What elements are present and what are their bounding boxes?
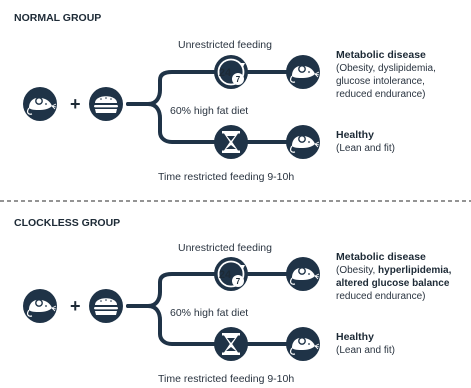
clockless-outcome-metabolic: Metabolic disease (Obesity, hyperlipidem… xyxy=(336,251,452,302)
clockless-food-icon xyxy=(89,289,123,323)
clockless-clock-number: 24 xyxy=(219,269,232,281)
clockless-outcome-bad-line1-bold: hyperlipidemia, xyxy=(378,265,452,276)
normal-plus-sign: + xyxy=(70,94,81,114)
normal-outcome-bad-line: glucose intolerance, xyxy=(336,76,425,87)
clockless-outcome-bad-line2: altered glucose balance xyxy=(336,278,450,289)
normal-hourglass-icon xyxy=(214,125,248,159)
clockless-branch-lines xyxy=(126,272,292,346)
normal-food-icon xyxy=(89,87,123,121)
clockless-outcome-bad-line1-prefix: (Obesity, xyxy=(336,265,378,276)
normal-branch-lines xyxy=(126,70,292,144)
normal-clock-icon: 24 7 xyxy=(213,54,249,90)
normal-clock-sub: 7 xyxy=(236,75,241,84)
clockless-lean-mouse-icon xyxy=(285,326,321,362)
clockless-clock-sub: 7 xyxy=(236,277,241,286)
normal-group-header: NORMAL GROUP xyxy=(14,12,101,24)
normal-obese-mouse-icon xyxy=(285,54,321,90)
normal-outcome-bad-line: (Obesity, dyslipidemia, xyxy=(336,63,436,74)
clockless-obese-mouse-icon xyxy=(285,256,321,292)
clockless-hourglass-icon xyxy=(214,327,248,361)
normal-outcome-healthy: Healthy (Lean and fit) xyxy=(336,129,395,154)
clockless-plus-sign: + xyxy=(70,296,81,316)
normal-diet-label: 60% high fat diet xyxy=(170,105,248,117)
normal-mouse-icon xyxy=(22,86,58,122)
normal-outcome-good-line: (Lean and fit) xyxy=(336,143,395,154)
normal-restricted-label: Time restricted feeding 9-10h xyxy=(158,171,294,183)
normal-clock-number: 24 xyxy=(219,67,232,79)
normal-outcome-bad-line: reduced endurance) xyxy=(336,89,426,100)
normal-outcome-good-title: Healthy xyxy=(336,129,374,141)
clockless-outcome-bad-line1: (Obesity, hyperlipidemia, xyxy=(336,265,452,276)
clockless-unrestricted-label: Unrestricted feeding xyxy=(178,242,272,254)
clockless-outcome-healthy: Healthy (Lean and fit) xyxy=(336,331,395,356)
clockless-restricted-label: Time restricted feeding 9-10h xyxy=(158,373,294,385)
clockless-diet-label: 60% high fat diet xyxy=(170,307,248,319)
clockless-group-header: CLOCKLESS GROUP xyxy=(14,217,120,229)
normal-lean-mouse-icon xyxy=(285,124,321,160)
clockless-outcome-good-title: Healthy xyxy=(336,331,374,343)
clockless-outcome-good-line: (Lean and fit) xyxy=(336,345,395,356)
clockless-outcome-bad-title: Metabolic disease xyxy=(336,251,426,263)
clockless-clock-icon: 24 7 xyxy=(213,256,249,292)
normal-unrestricted-label: Unrestricted feeding xyxy=(178,39,272,51)
normal-outcome-bad-title: Metabolic disease xyxy=(336,49,426,61)
normal-outcome-metabolic: Metabolic disease (Obesity, dyslipidemia… xyxy=(336,49,436,100)
clockless-outcome-bad-line3: reduced endurance) xyxy=(336,291,426,302)
clockless-mouse-icon xyxy=(22,288,58,324)
